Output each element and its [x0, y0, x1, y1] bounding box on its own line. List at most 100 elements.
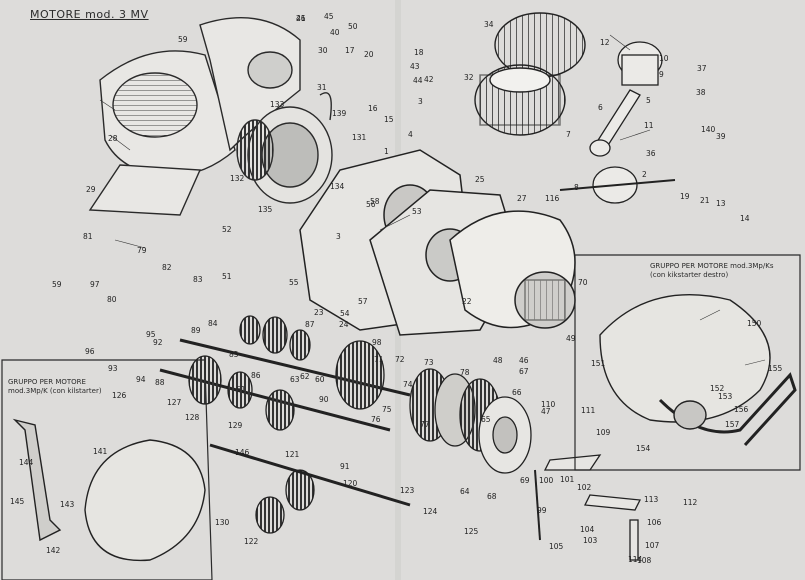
part-number-label: 2: [642, 170, 647, 179]
part-number-label: 21: [700, 196, 710, 205]
part-number-label: 65: [481, 415, 491, 424]
part-number-label: 114: [628, 555, 643, 564]
part-number-label: 87: [305, 320, 315, 329]
part-number-label: 156: [734, 405, 749, 414]
part-number-label: 27: [517, 194, 527, 203]
part-number-label: 155: [768, 364, 783, 373]
part-number-label: 51: [222, 272, 232, 281]
part-number-label: 23: [314, 308, 324, 317]
gear-selector: [534, 454, 642, 561]
part-number-label: 130: [215, 518, 230, 527]
part-number-label: 108: [637, 556, 652, 565]
inset-left-line2: mod.3Mp/K (con kilstarter): [8, 387, 102, 395]
part-number-label: 13: [716, 199, 726, 208]
part-number-label: 39: [716, 132, 726, 141]
part-number-label: 152: [710, 384, 725, 393]
part-number-label: 90: [319, 395, 329, 404]
part-number-label: 8: [574, 183, 579, 192]
clutch-pack: [409, 368, 532, 474]
part-number-label: 83: [193, 275, 203, 284]
part-number-label: 17: [345, 46, 355, 55]
part-number-label: 72: [395, 355, 405, 364]
part-number-label: 121: [285, 450, 300, 459]
part-number-label: 43: [410, 62, 420, 71]
part-number-label: 55: [289, 278, 299, 287]
part-number-label: 1: [384, 147, 389, 156]
part-number-label: 134: [330, 182, 345, 191]
leader-lines: [99, 34, 766, 366]
part-number-label: 126: [112, 391, 127, 400]
part-number-label: 15: [384, 115, 394, 124]
part-number-label: 101: [560, 475, 575, 484]
part-number-label: 53: [412, 207, 422, 216]
part-number-label: 120: [343, 479, 358, 488]
part-number-label: 85: [229, 350, 239, 359]
part-number-label: 61: [236, 385, 246, 394]
inset-left-line1: GRUPPO PER MOTORE: [8, 378, 86, 386]
part-number-label: 38: [696, 88, 706, 97]
part-number-label: 9: [659, 70, 664, 79]
part-number-label: 31: [317, 83, 327, 92]
part-number-label: 106: [647, 518, 662, 527]
part-number-label: 73: [424, 358, 434, 367]
part-number-label: 81: [83, 232, 93, 241]
part-number-label: 22: [462, 297, 472, 306]
part-number-label: 89: [191, 326, 201, 335]
part-number-label: 82: [162, 263, 172, 272]
part-number-label: 46: [519, 356, 529, 365]
part-number-label: 28: [108, 134, 118, 143]
part-number-label: 153: [718, 392, 733, 401]
part-number-label: 154: [636, 444, 651, 453]
part-number-label: 26: [296, 14, 306, 23]
part-number-label: 12: [600, 38, 610, 47]
kickstart-cover-right: [599, 294, 797, 447]
part-number-label: 86: [251, 371, 261, 380]
part-number-label: 132: [230, 174, 245, 183]
part-number-label: 68: [487, 492, 497, 501]
part-number-label: 56: [366, 200, 376, 209]
inset-right-frame: [574, 254, 801, 471]
part-number-label: 80: [107, 295, 117, 304]
part-number-label: 54: [340, 309, 350, 318]
flywheel-magneto: [236, 92, 333, 204]
part-number-label: 93: [108, 364, 118, 373]
part-number-label: 70: [578, 278, 588, 287]
part-number-label: 151: [591, 359, 606, 368]
part-number-label: 105: [549, 542, 564, 551]
diagram-title: MOTORE mod. 3 MV: [30, 8, 149, 21]
part-number-label: 98: [372, 338, 382, 347]
cylinder-head: [474, 12, 586, 136]
crankcase: [299, 149, 576, 336]
part-number-label: 16: [368, 104, 378, 113]
part-number-label: 67: [519, 367, 529, 376]
part-number-label: 48: [493, 356, 503, 365]
part-number-label: 116: [545, 194, 560, 203]
part-number-label: 104: [580, 525, 595, 534]
part-number-label: 36: [646, 149, 656, 158]
part-number-label: 128: [185, 413, 200, 422]
part-number-label: 157: [725, 420, 740, 429]
part-number-label: 41: [296, 14, 306, 23]
part-number-label: 142: [46, 546, 61, 555]
part-number-label: 14: [740, 214, 750, 223]
part-number-label: 47: [541, 407, 551, 416]
part-number-label: 11: [644, 121, 654, 130]
part-number-label: 92: [153, 338, 163, 347]
inset-right-line2: (con kikstarter destro): [650, 271, 729, 279]
part-number-label: 78: [460, 368, 470, 377]
inset-left-frame: [1, 359, 213, 580]
part-number-label: 140: [701, 125, 716, 134]
part-number-label: 129: [228, 421, 243, 430]
part-number-label: 146: [235, 448, 250, 457]
part-number-label: 103: [583, 536, 598, 545]
part-number-label: 76: [371, 415, 381, 424]
inset-right-line1: GRUPPO PER MOTORE mod.3Mp/Ks: [650, 262, 774, 270]
kickstart-cover-left: [12, 418, 206, 562]
part-number-label: 64: [460, 487, 470, 496]
part-number-label: 113: [644, 495, 659, 504]
part-number-label: 91: [340, 462, 350, 471]
part-number-label: 112: [683, 498, 698, 507]
part-number-label: 77: [420, 420, 430, 429]
part-number-label: 141: [93, 447, 108, 456]
part-number-label: 10: [659, 54, 669, 63]
